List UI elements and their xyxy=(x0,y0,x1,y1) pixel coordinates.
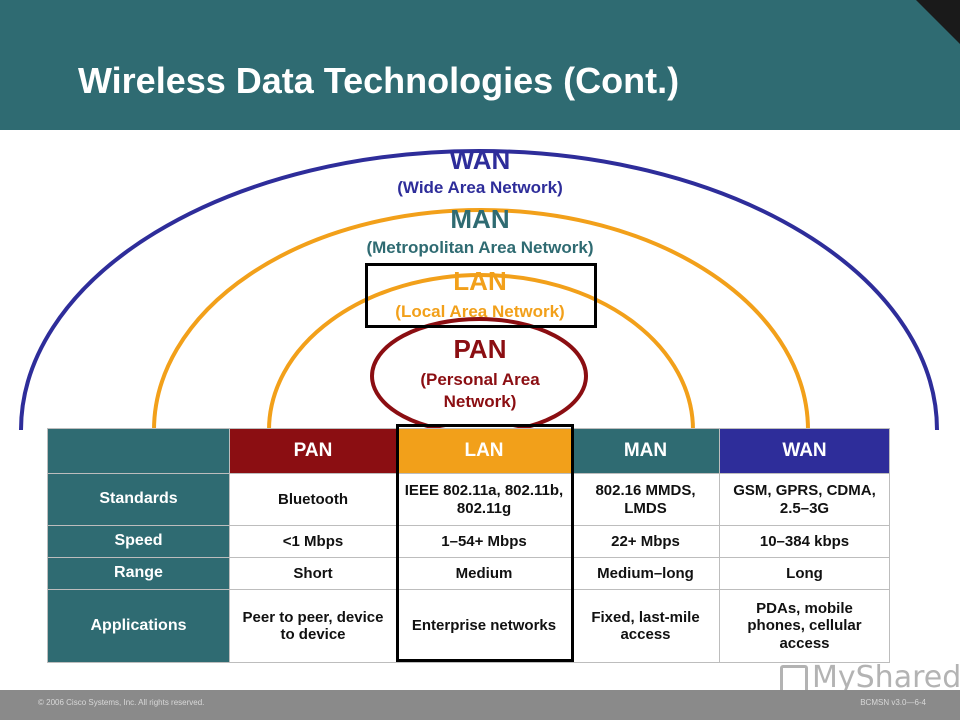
network-scope-diagram xyxy=(19,149,939,430)
corner-decoration xyxy=(916,0,960,44)
man-ring xyxy=(152,208,810,430)
table-corner-cell xyxy=(47,428,230,474)
header-lan: LAN xyxy=(396,428,572,474)
table-cell: 22+ Mbps xyxy=(571,525,720,558)
lan-ring xyxy=(267,273,695,430)
presentation-icon xyxy=(780,664,808,693)
footer-bar: © 2006 Cisco Systems, Inc. All rights re… xyxy=(0,690,960,720)
table-cell: Peer to peer, device to device xyxy=(229,589,397,663)
row-label-standards: Standards xyxy=(47,473,230,526)
title-bar: Wireless Data Technologies (Cont.) xyxy=(0,0,960,130)
copyright-text: © 2006 Cisco Systems, Inc. All rights re… xyxy=(38,698,205,707)
table-row: Speed <1 Mbps 1–54+ Mbps 22+ Mbps 10–384… xyxy=(47,525,890,558)
comparison-table: PAN LAN MAN WAN Standards Bluetooth IEEE… xyxy=(47,428,890,663)
table-cell: Short xyxy=(229,557,397,590)
pan-full-label-line1: (Personal Area xyxy=(420,370,540,389)
lan-label: LAN xyxy=(453,266,507,296)
table-cell: Fixed, last-mile access xyxy=(571,589,720,663)
table-cell: Medium xyxy=(396,557,572,590)
table-row: Range Short Medium Medium–long Long xyxy=(47,557,890,590)
table-cell: IEEE 802.11a, 802.11b, 802.11g xyxy=(396,473,572,526)
table-cell: <1 Mbps xyxy=(229,525,397,558)
lan-full-label: (Local Area Network) xyxy=(395,302,565,321)
table-cell: GSM, GPRS, CDMA, 2.5–3G xyxy=(719,473,890,526)
table-row: Standards Bluetooth IEEE 802.11a, 802.11… xyxy=(47,473,890,526)
table-cell: 1–54+ Mbps xyxy=(396,525,572,558)
table-cell: Long xyxy=(719,557,890,590)
watermark: MyShared xyxy=(780,660,960,695)
pan-full-label-line2: Network) xyxy=(443,392,517,411)
row-label-range: Range xyxy=(47,557,230,590)
slide-code: BCMSN v3.0—6-4 xyxy=(860,698,926,707)
row-label-applications: Applications xyxy=(47,589,230,663)
table-row: Applications Peer to peer, device to dev… xyxy=(47,589,890,663)
table-header-row: PAN LAN MAN WAN xyxy=(47,428,890,474)
pan-label: PAN xyxy=(453,334,507,364)
header-pan: PAN xyxy=(229,428,397,474)
pan-ring xyxy=(370,317,588,430)
wan-ring xyxy=(19,149,939,430)
table-cell: PDAs, mobile phones, cellular access xyxy=(719,589,890,663)
man-label: MAN xyxy=(450,204,510,234)
table-cell: 10–384 kbps xyxy=(719,525,890,558)
header-man: MAN xyxy=(571,428,720,474)
header-wan: WAN xyxy=(719,428,890,474)
page-title: Wireless Data Technologies (Cont.) xyxy=(78,60,680,101)
wan-label: WAN xyxy=(449,145,511,175)
watermark-text: MyShared xyxy=(812,660,960,695)
man-full-label: (Metropolitan Area Network) xyxy=(366,238,594,257)
table-cell: Enterprise networks xyxy=(396,589,572,663)
table-cell: Medium–long xyxy=(571,557,720,590)
row-label-speed: Speed xyxy=(47,525,230,558)
lan-highlight-box xyxy=(365,263,597,328)
table-cell: 802.16 MMDS, LMDS xyxy=(571,473,720,526)
table-cell: Bluetooth xyxy=(229,473,397,526)
wan-full-label: (Wide Area Network) xyxy=(397,178,563,197)
